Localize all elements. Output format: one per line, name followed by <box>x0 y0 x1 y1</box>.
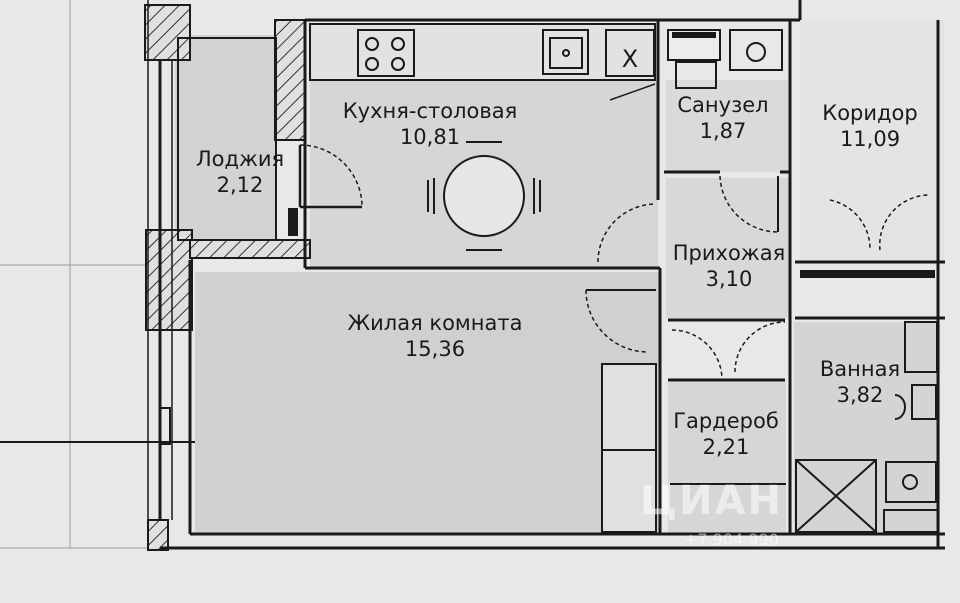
stove-mark: X <box>621 45 639 73</box>
dining-table-icon <box>427 141 541 251</box>
loggia-frame <box>177 37 277 241</box>
room-name-hall: Прихожая <box>672 241 786 265</box>
room-label-wc: Санузел 1,87 <box>677 92 768 145</box>
bathroom-fill <box>794 322 940 534</box>
room-area-wardrobe: 2,21 <box>702 435 750 460</box>
room-label-living: Жилая комната 15,36 <box>348 310 523 363</box>
bathroom-fixtures <box>795 321 939 533</box>
wall-blocks <box>159 32 935 445</box>
toilet-icon <box>675 61 717 89</box>
room-name-wardrobe: Гардероб <box>673 409 779 433</box>
room-label-hall: Прихожая 3,10 <box>673 240 785 293</box>
stove-box <box>605 29 655 77</box>
room-name-loggia: Лоджия <box>195 147 285 171</box>
room-label-loggia: Лоджия 2,12 <box>196 146 284 199</box>
room-label-wardrobe: Гардероб 2,21 <box>673 408 779 461</box>
room-area-bathroom: 3,82 <box>836 383 884 408</box>
room-area-corridor: 11,09 <box>839 127 901 152</box>
room-label-bathroom: Ванная 3,82 <box>820 356 900 409</box>
room-area-hall: 3,10 <box>705 267 753 292</box>
room-area-living: 15,36 <box>404 337 466 362</box>
kitchen-fixtures <box>309 23 656 81</box>
room-area-kitchen: 10,81 <box>399 125 461 150</box>
room-label-kitchen: Кухня-столовая 10,81 <box>343 98 517 151</box>
living-fill <box>195 272 660 534</box>
room-name-corridor: Коридор <box>822 101 918 125</box>
hall-fill <box>666 178 791 318</box>
room-name-living: Жилая комната <box>347 311 523 335</box>
shower-tray-icon <box>795 459 877 533</box>
loggia-fill <box>175 35 277 243</box>
walls <box>147 0 945 550</box>
wardrobe-fill <box>668 382 786 534</box>
bath-sink-icon <box>885 461 937 503</box>
room-area-loggia: 2,12 <box>216 173 264 198</box>
corridor-fill <box>800 20 945 260</box>
room-fills <box>175 20 945 534</box>
watermark-logo: ЦИАН <box>640 478 784 524</box>
wc-fill <box>666 80 788 172</box>
room-name-bathroom: Ванная <box>819 357 901 381</box>
hob-icon <box>357 29 415 77</box>
room-area-wc: 1,87 <box>699 119 747 144</box>
room-name-kitchen: Кухня-столовая <box>342 99 518 123</box>
wardrobe-cabinet <box>601 363 786 533</box>
room-name-wc: Санузел <box>677 93 769 117</box>
wc-sink-icon <box>729 29 783 71</box>
doors <box>298 83 931 381</box>
watermark-phone: +7 904 990 <box>684 530 779 549</box>
sink-icon <box>542 29 589 75</box>
room-label-corridor: Коридор 11,09 <box>822 100 917 153</box>
